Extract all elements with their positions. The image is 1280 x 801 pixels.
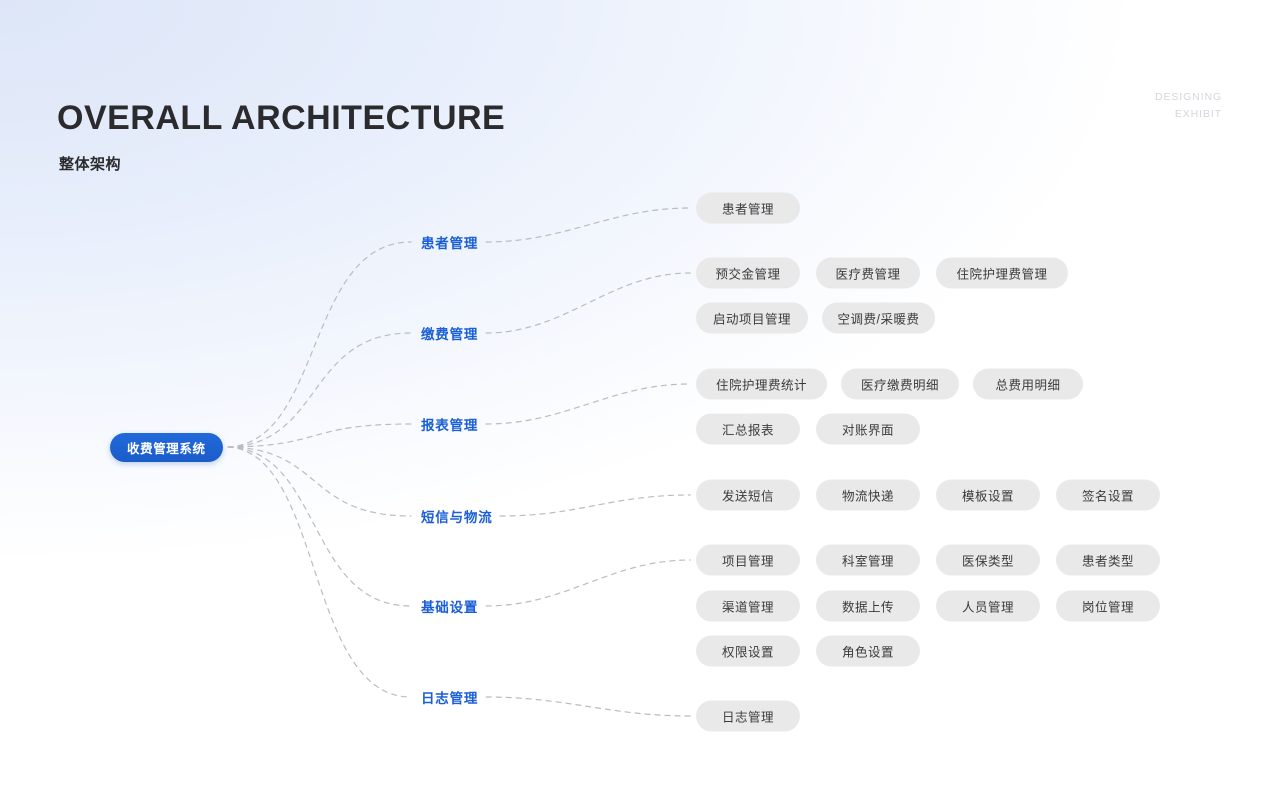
page-title: OVERALL ARCHITECTURE: [57, 99, 506, 137]
branch-label-4[interactable]: 基础设置: [421, 600, 479, 615]
leaf-chip[interactable]: 数据上传: [816, 590, 920, 622]
leaf-chip[interactable]: 汇总报表: [696, 413, 800, 445]
leaf-chip[interactable]: 空调费/采暖费: [822, 302, 935, 334]
leaf-chip[interactable]: 物流快递: [816, 479, 920, 511]
corner-watermark-line1: DESIGNING: [1154, 91, 1222, 103]
connector-branch-4-to-leaves: [485, 559, 691, 607]
leaf-chip[interactable]: 发送短信: [696, 479, 800, 511]
leaf-chip[interactable]: 签名设置: [1056, 479, 1160, 511]
connector-root-to-branch-4: [227, 446, 412, 607]
connector-root-to-branch-3: [227, 446, 412, 517]
leaf-chip[interactable]: 启动项目管理: [696, 302, 808, 334]
leaf-chip[interactable]: 模板设置: [936, 479, 1040, 511]
leaf-chip[interactable]: 患者类型: [1056, 544, 1160, 576]
leaf-chip[interactable]: 总费用明细: [973, 368, 1083, 400]
leaf-chip[interactable]: 岗位管理: [1056, 590, 1160, 622]
corner-watermark-line2: EXHIBIT: [1174, 108, 1222, 120]
connector-root-to-branch-1: [227, 332, 412, 448]
branch-label-0[interactable]: 患者管理: [421, 236, 479, 251]
leaf-chip[interactable]: 医保类型: [936, 544, 1040, 576]
connector-root-to-branch-2: [227, 423, 412, 448]
leaf-chip[interactable]: 项目管理: [696, 544, 800, 576]
branch-label-2[interactable]: 报表管理: [421, 418, 479, 433]
connector-branch-2-to-leaves: [485, 383, 691, 425]
leaf-chip[interactable]: 权限设置: [696, 635, 800, 667]
connector-branch-1-to-leaves: [485, 272, 691, 334]
leaf-chip[interactable]: 住院护理费管理: [936, 257, 1068, 289]
connector-branch-5-to-leaves: [485, 696, 691, 717]
leaf-chip[interactable]: 预交金管理: [696, 257, 800, 289]
leaf-chip[interactable]: 医疗费管理: [816, 257, 920, 289]
branch-label-1[interactable]: 缴费管理: [421, 327, 479, 342]
leaf-chip[interactable]: 渠道管理: [696, 590, 800, 622]
leaf-chip[interactable]: 医疗缴费明细: [841, 368, 959, 400]
branch-label-5[interactable]: 日志管理: [421, 691, 479, 706]
branch-label-3[interactable]: 短信与物流: [421, 510, 493, 525]
title-block: OVERALL ARCHITECTURE 整体架构: [57, 99, 506, 174]
corner-watermark: DESIGNING EXHIBIT: [1155, 89, 1222, 123]
leaf-chip[interactable]: 患者管理: [696, 192, 800, 224]
connector-root-to-branch-5: [227, 446, 412, 698]
connector-branch-0-to-leaves: [485, 207, 691, 243]
leaf-chip[interactable]: 角色设置: [816, 635, 920, 667]
root-node[interactable]: 收费管理系统: [110, 432, 223, 462]
leaf-chip[interactable]: 日志管理: [696, 700, 800, 732]
leaf-chip[interactable]: 科室管理: [816, 544, 920, 576]
connector-root-to-branch-0: [227, 241, 412, 448]
page-subtitle: 整体架构: [59, 156, 122, 174]
leaf-chip[interactable]: 人员管理: [936, 590, 1040, 622]
connector-branch-3-to-leaves: [499, 494, 691, 517]
leaf-chip[interactable]: 对账界面: [816, 413, 920, 445]
leaf-chip[interactable]: 住院护理费统计: [696, 368, 827, 400]
